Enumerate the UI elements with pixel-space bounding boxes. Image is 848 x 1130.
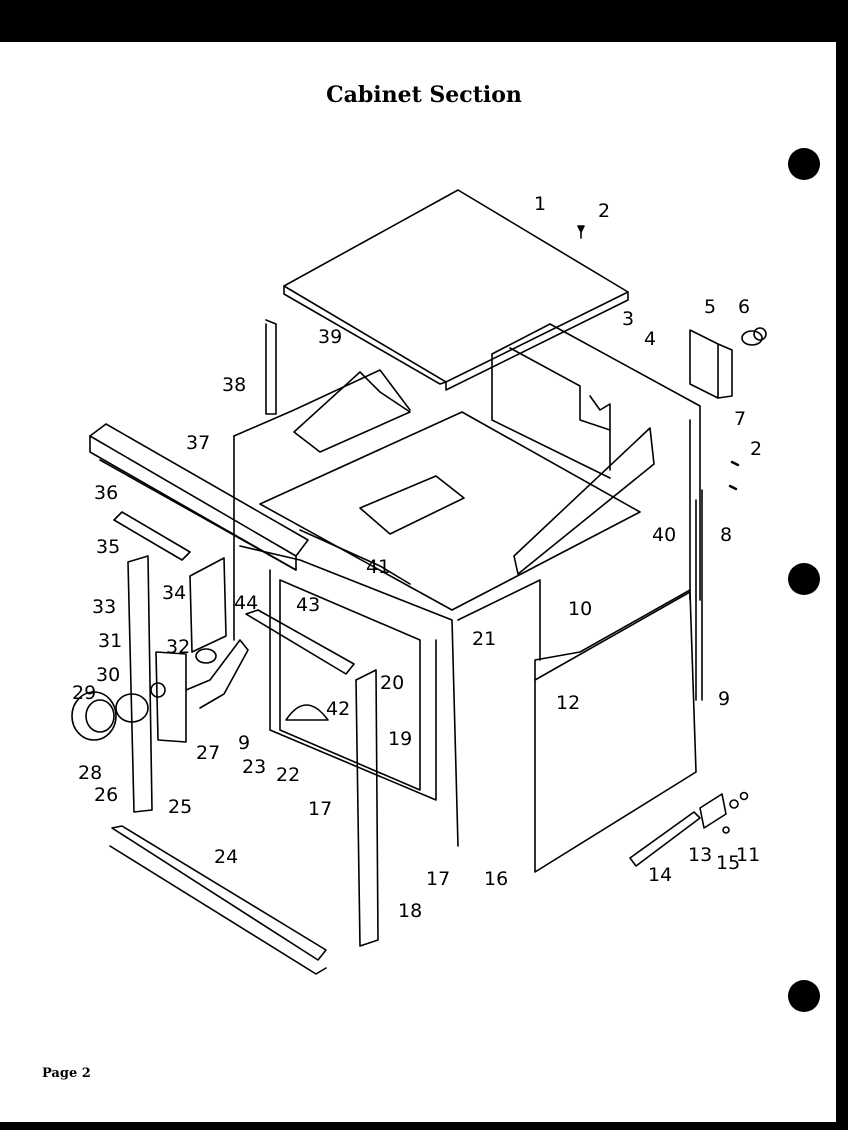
callout-part-42: 42 xyxy=(326,698,351,720)
callout-part-17-right: 17 xyxy=(426,868,451,890)
knob-part-29 xyxy=(71,682,166,741)
strip-part-14 xyxy=(629,811,701,867)
bracket-part-5 xyxy=(689,329,733,399)
binder-hole-top xyxy=(788,148,820,180)
callout-part-33: 33 xyxy=(92,596,117,618)
callout-part-7: 7 xyxy=(734,408,747,430)
callout-part-25: 25 xyxy=(168,796,193,818)
callout-part-13: 13 xyxy=(688,844,713,866)
callout-part-28: 28 xyxy=(78,762,103,784)
callout-part-15: 15 xyxy=(716,852,741,874)
callout-part-40: 40 xyxy=(652,524,677,546)
callout-part-18: 18 xyxy=(398,900,423,922)
callout-part-9-right: 9 xyxy=(718,688,731,710)
callout-part-12: 12 xyxy=(556,692,581,714)
valve-assembly-part-27 xyxy=(155,639,249,743)
front-frame xyxy=(239,545,541,847)
callout-part-30: 30 xyxy=(96,664,121,686)
support-part-40 xyxy=(513,427,655,575)
callout-part-8: 8 xyxy=(720,524,733,546)
callout-part-38: 38 xyxy=(222,374,247,396)
hinge-part-13 xyxy=(699,791,749,834)
callout-part-19: 19 xyxy=(388,728,413,750)
callout-part-35: 35 xyxy=(96,536,121,558)
callout-part-22: 22 xyxy=(276,764,301,786)
screw-icon-right xyxy=(728,460,740,491)
top-panel xyxy=(283,189,629,391)
callout-part-14: 14 xyxy=(648,864,673,886)
callout-part-44: 44 xyxy=(234,592,259,614)
panel-part-34 xyxy=(189,557,227,653)
callout-part-36: 36 xyxy=(94,482,119,504)
callout-part-11: 11 xyxy=(736,844,761,866)
door-panel-part-42 xyxy=(245,609,355,721)
callout-part-31: 31 xyxy=(98,630,123,652)
page-title: Cabinet Section xyxy=(326,82,522,108)
callout-part-21: 21 xyxy=(472,628,497,650)
callout-part-3: 3 xyxy=(622,308,635,330)
callout-part-32: 32 xyxy=(166,636,191,658)
callout-part-37: 37 xyxy=(186,432,211,454)
bottom-rail-part-24 xyxy=(109,825,327,975)
front-rail-part-37 xyxy=(89,423,309,571)
callout-part-9-left: 9 xyxy=(238,732,251,754)
vent-part-35 xyxy=(113,511,191,561)
callout-part-17-left: 17 xyxy=(308,798,333,820)
callout-part-16: 16 xyxy=(484,868,509,890)
callout-part-29: 29 xyxy=(72,682,97,704)
callout-part-5: 5 xyxy=(704,296,717,318)
callout-part-6: 6 xyxy=(738,296,751,318)
callout-part-43: 43 xyxy=(296,594,321,616)
page-label: Page 2 xyxy=(42,1066,91,1081)
binder-hole-bottom xyxy=(788,980,820,1012)
left-strip-part-25 xyxy=(127,555,153,813)
cabinet-back-frame xyxy=(491,323,701,601)
callout-part-4: 4 xyxy=(644,328,657,350)
callout-part-39: 39 xyxy=(318,326,343,348)
right-side-panel xyxy=(534,489,703,873)
screw-icon-top xyxy=(577,225,585,239)
callout-part-20: 20 xyxy=(380,672,405,694)
knob-part-6 xyxy=(741,327,767,346)
callout-part-10: 10 xyxy=(568,598,593,620)
callout-part-41: 41 xyxy=(366,556,391,578)
callout-part-24: 24 xyxy=(214,846,239,868)
callout-part-26: 26 xyxy=(94,784,119,806)
callout-part-2-right: 2 xyxy=(750,438,763,460)
callout-part-1: 1 xyxy=(534,193,547,215)
callout-part-23: 23 xyxy=(242,756,267,778)
left-rear-panel xyxy=(233,319,411,641)
strip-part-18 xyxy=(355,669,379,947)
callout-part-27: 27 xyxy=(196,742,221,764)
binder-hole-middle xyxy=(788,563,820,595)
floor-panel xyxy=(259,411,641,611)
callout-part-34: 34 xyxy=(162,582,187,604)
callout-part-2-top: 2 xyxy=(598,200,611,222)
